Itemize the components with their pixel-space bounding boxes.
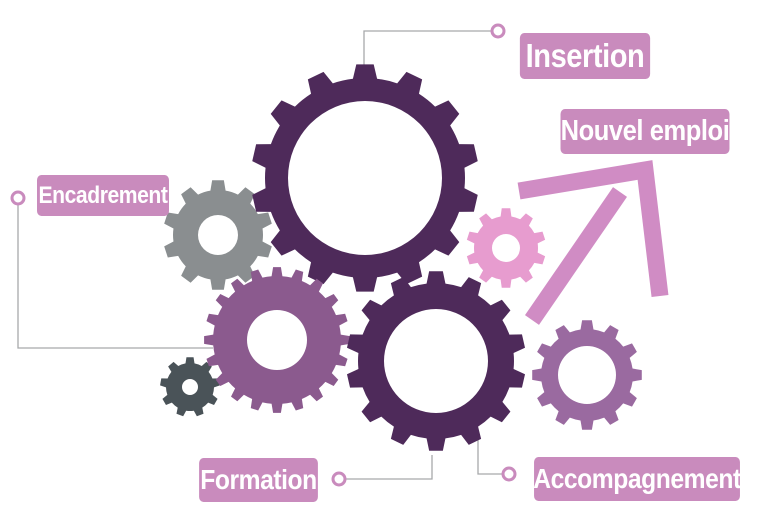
gear-mid-left <box>204 267 350 413</box>
label-accompagnement: Accompagnement <box>533 457 741 501</box>
connector-dots <box>10 23 517 487</box>
connector-insertion <box>363 30 493 70</box>
gear-center <box>346 271 526 451</box>
label-nouvel-emploi: Nouvel emploi <box>560 109 730 154</box>
connector-lines <box>17 30 504 480</box>
gear-right <box>532 320 642 430</box>
dot-accompagnement <box>501 466 517 482</box>
label-insertion: Insertion <box>519 33 651 79</box>
dot-formation <box>331 471 347 487</box>
gear-gray <box>164 180 272 290</box>
dot-insertion <box>490 23 506 39</box>
connector-encadrement <box>17 198 213 349</box>
gear-layer <box>160 64 642 451</box>
label-formation: Formation <box>199 458 318 502</box>
connector-accompagnement <box>477 438 504 475</box>
connector-formation <box>344 455 433 480</box>
gear-large-top <box>252 64 478 292</box>
growth-arrow <box>517 160 669 325</box>
gear-dark-gray <box>160 357 220 417</box>
dot-encadrement <box>10 190 26 206</box>
gear-pink <box>466 208 546 288</box>
label-encadrement: Encadrement <box>37 175 169 216</box>
